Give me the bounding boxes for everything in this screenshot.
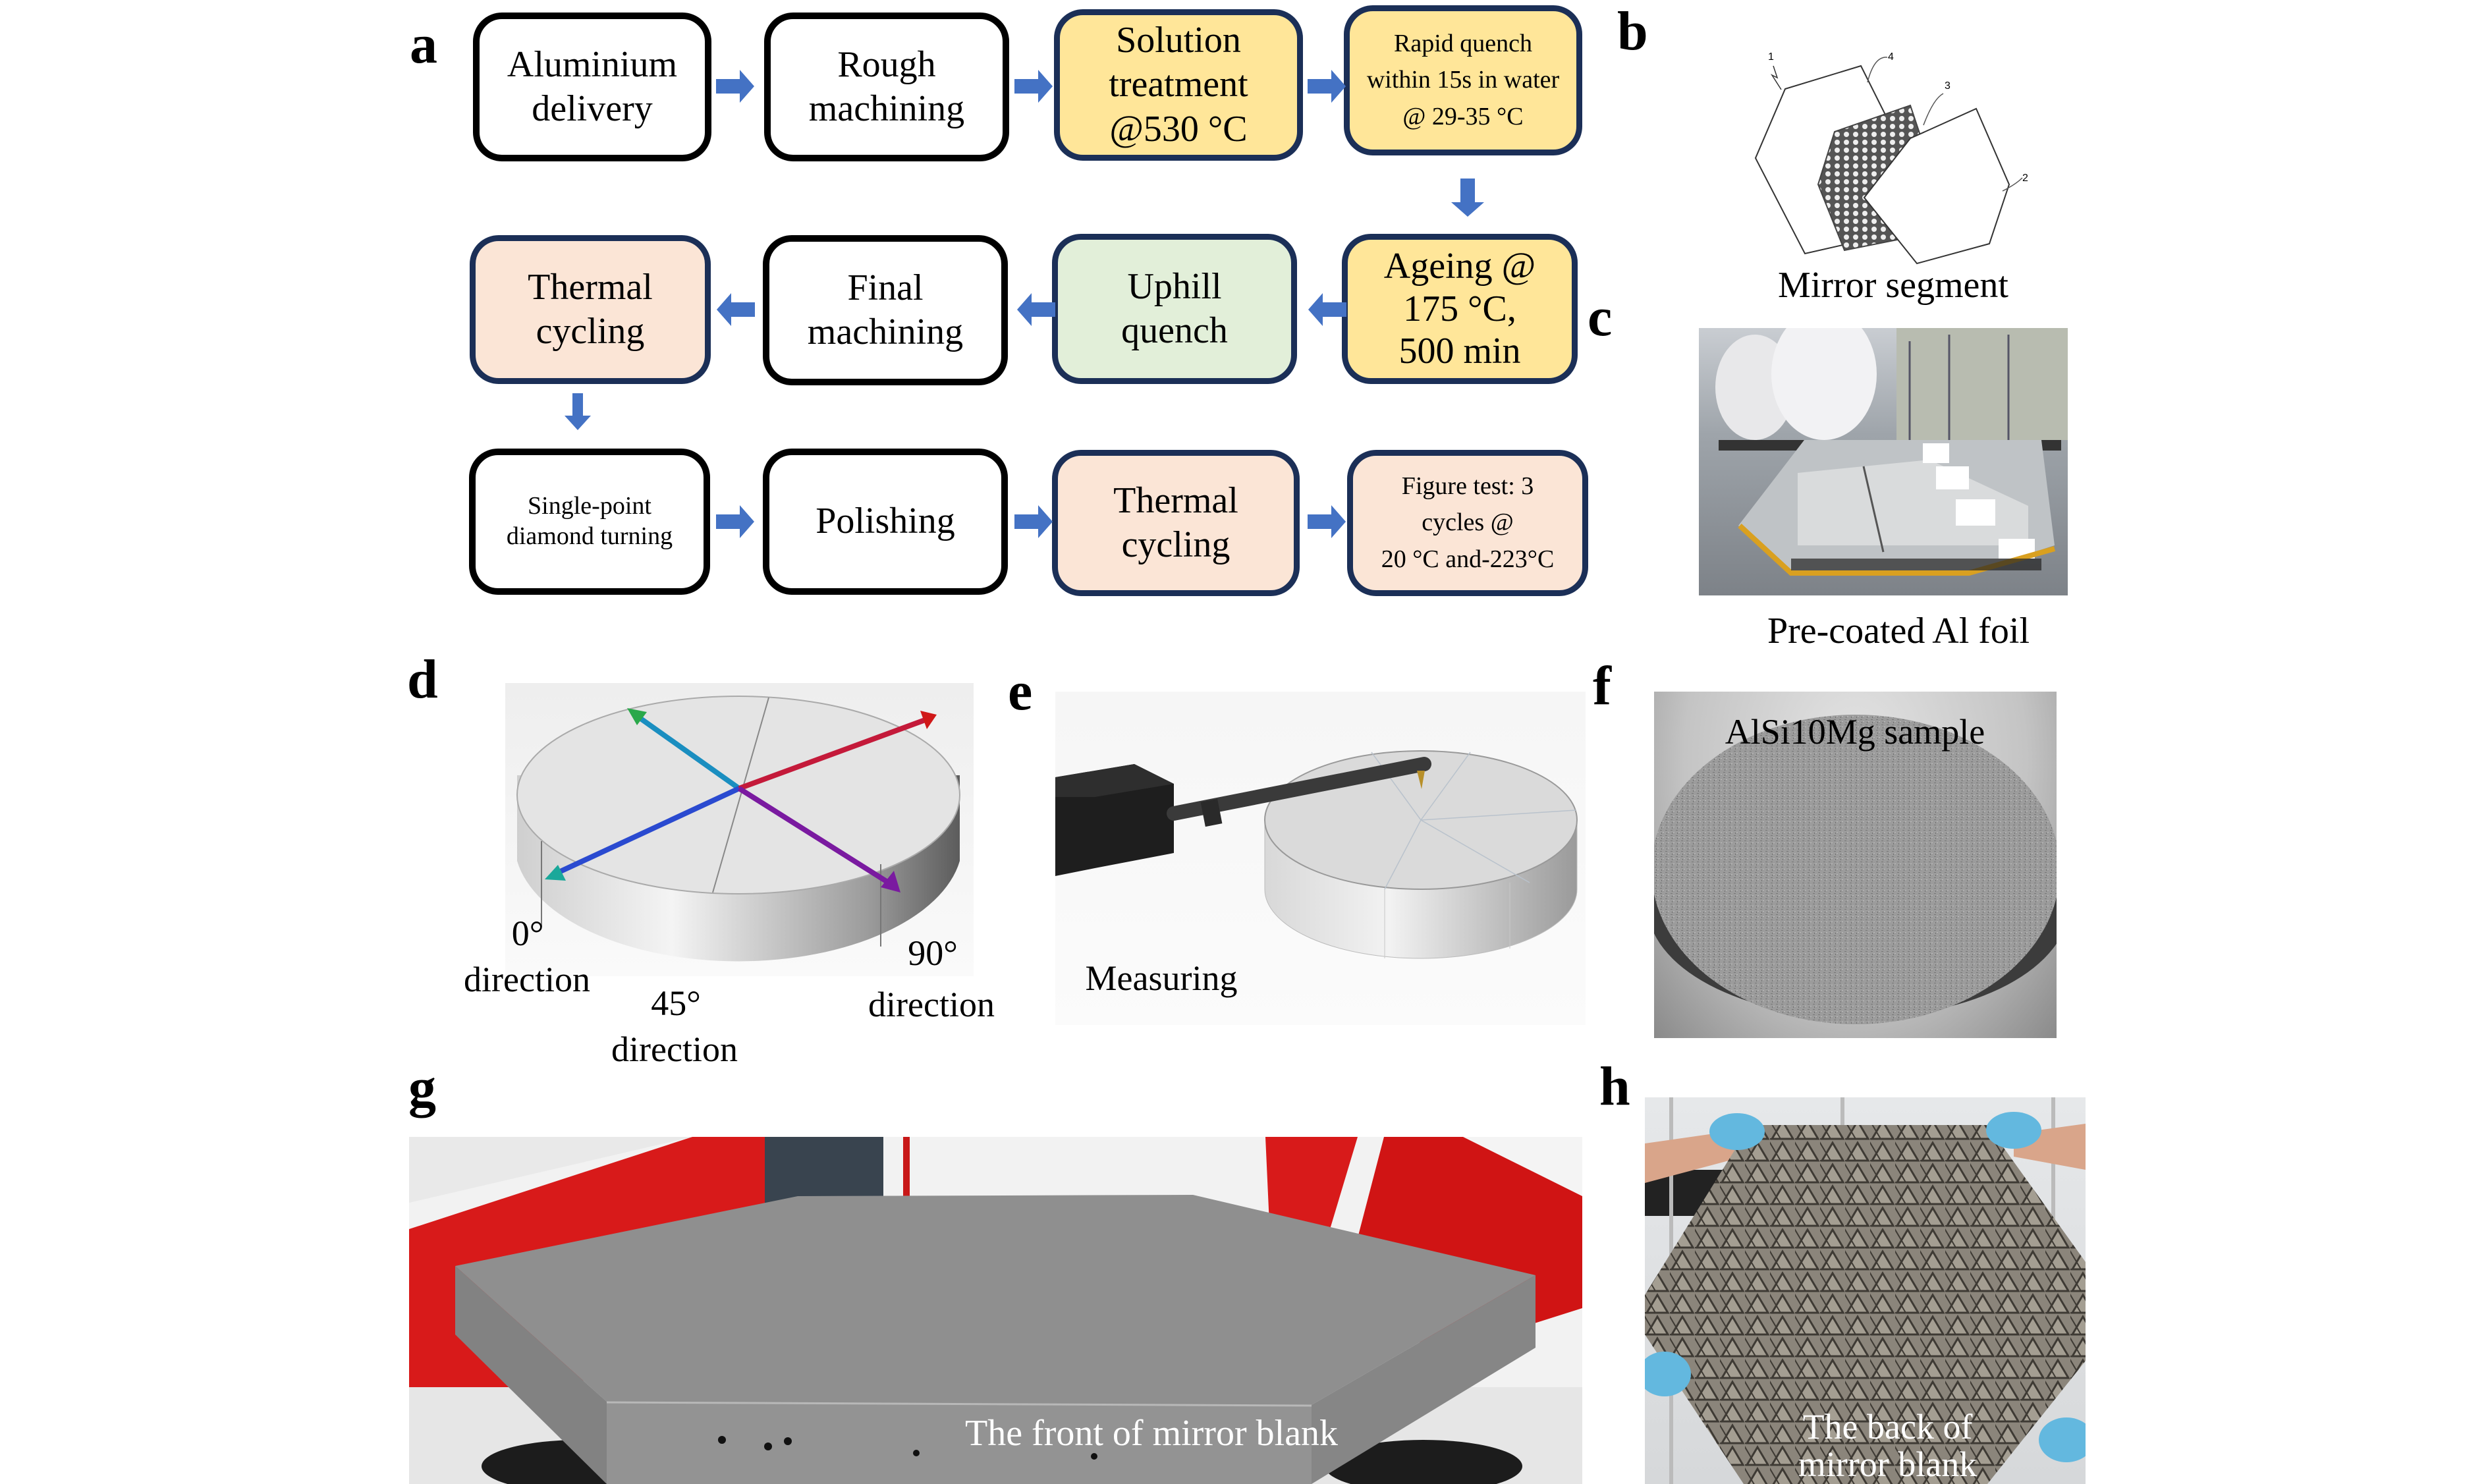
panel-label-a: a [410,14,437,75]
step-text: quench [1121,310,1228,351]
step-text: 20 °C and-223°C [1381,545,1555,573]
step-thermal-cycling-2: Thermal cycling [1052,450,1300,596]
measuring-diagram [1055,692,1586,1025]
step-text: 500 min [1398,331,1521,372]
direction-arrows [545,708,937,893]
alsi10mg-sample-photo: AlSi10Mg sample [1654,692,2057,1038]
arrow-left-icon [1017,293,1055,326]
step-text: treatment [1109,64,1248,105]
step-figure-test: Figure test: 3 cycles @ 20 °C and-223°C [1347,450,1588,596]
label-measuring: Measuring [1085,958,1238,998]
step-text: Final [847,267,924,308]
arrow-down-icon [565,393,591,430]
label-back-line1: The back of [1802,1407,1973,1446]
label-alsi10mg-sample: AlSi10Mg sample [1725,712,1985,752]
panel-label-c: c [1588,287,1613,348]
step-text: Uphill [1127,265,1222,307]
caption-mirror-segment: Mirror segment [1778,265,2008,306]
arrow-left-icon [1308,293,1346,326]
step-text: within 15s in water [1366,66,1560,94]
label-back-line2: mirror blank [1798,1444,1978,1484]
step-ageing: Ageing @ 175 °C, 500 min [1342,234,1578,384]
step-polishing: Polishing [763,449,1008,595]
callout-1: 1 [1768,51,1774,63]
label-back-of-mirror-blank: The back of mirror blank [1645,1408,2086,1483]
step-text: delivery [532,88,653,129]
step-single-point-diamond-turning: Single-point diamond turning [469,449,710,595]
arrow-right-icon [1014,70,1053,103]
label-0-deg: 0° [511,914,544,953]
step-text: cycles @ [1422,508,1514,537]
panel-label-h: h [1599,1056,1630,1117]
step-text: Figure test: 3 [1401,472,1534,501]
step-text: Ageing @ [1383,246,1536,287]
label-front-of-mirror-blank: The front of mirror blank [965,1413,1339,1454]
step-thermal-cycling-1: Thermal cycling [470,235,711,384]
step-text: @ 29-35 °C [1402,102,1524,130]
caption-pre-coated-foil: Pre-coated Al foil [1767,611,2030,651]
panel-label-b: b [1617,1,1648,62]
label-0-direction: direction [464,960,590,999]
orientation-diagram [505,683,974,976]
step-text: @530 °C [1109,108,1248,150]
step-solution-treatment: Solution treatment @530 °C [1054,9,1303,161]
arrow-right-icon [1014,505,1053,538]
mirror-blank-back-photo: The back of mirror blank [1645,1097,2086,1484]
arrow-left-icon [717,293,755,326]
arrow-right-icon [716,505,754,538]
step-text: Rough [837,43,936,85]
step-text: Polishing [816,501,955,542]
step-text: Aluminium [507,43,678,85]
callout-3: 3 [1945,80,1950,92]
panel-label-g: g [408,1057,436,1118]
panel-label-f: f [1593,655,1611,717]
step-text: Single-point [528,492,651,520]
step-text: Thermal [528,266,653,308]
step-rapid-quench: Rapid quench within 15s in water @ 29-35… [1344,5,1582,155]
step-final-machining: Final machining [763,235,1008,385]
step-aluminium-delivery: Aluminium delivery [473,13,711,161]
step-text: 175 °C, [1403,288,1516,329]
arrow-right-icon [1308,505,1346,538]
mirror-blank-front-photo: The front of mirror blank [409,1137,1582,1484]
step-text: cycling [1121,524,1231,565]
callout-lines [1770,57,2023,192]
label-45-direction: direction [611,1030,738,1069]
step-text: machining [808,88,965,129]
panel-label-e: e [1008,661,1033,722]
step-text: machining [807,312,964,352]
step-text: cycling [536,311,645,352]
arrow-right-icon [716,70,754,103]
step-text: Solution [1116,20,1241,61]
label-45-deg: 45° [651,983,701,1023]
arrow-right-icon [1308,70,1346,103]
arrow-down-icon [1451,179,1484,217]
callout-4: 4 [1888,51,1894,63]
panel-label-d: d [407,649,438,710]
step-rough-machining: Rough machining [764,13,1009,161]
label-90-direction: direction [868,985,995,1024]
step-text: diamond turning [506,522,673,550]
step-uphill-quench: Uphill quench [1052,234,1297,384]
mirror-segment-drawing: 1 2 3 4 [1713,20,2082,270]
callout-2: 2 [2022,173,2028,184]
step-text: Thermal [1113,480,1238,521]
label-90-deg: 90° [908,933,958,973]
step-text: Rapid quench [1393,30,1532,58]
pre-coated-foil-photo [1699,328,2068,595]
